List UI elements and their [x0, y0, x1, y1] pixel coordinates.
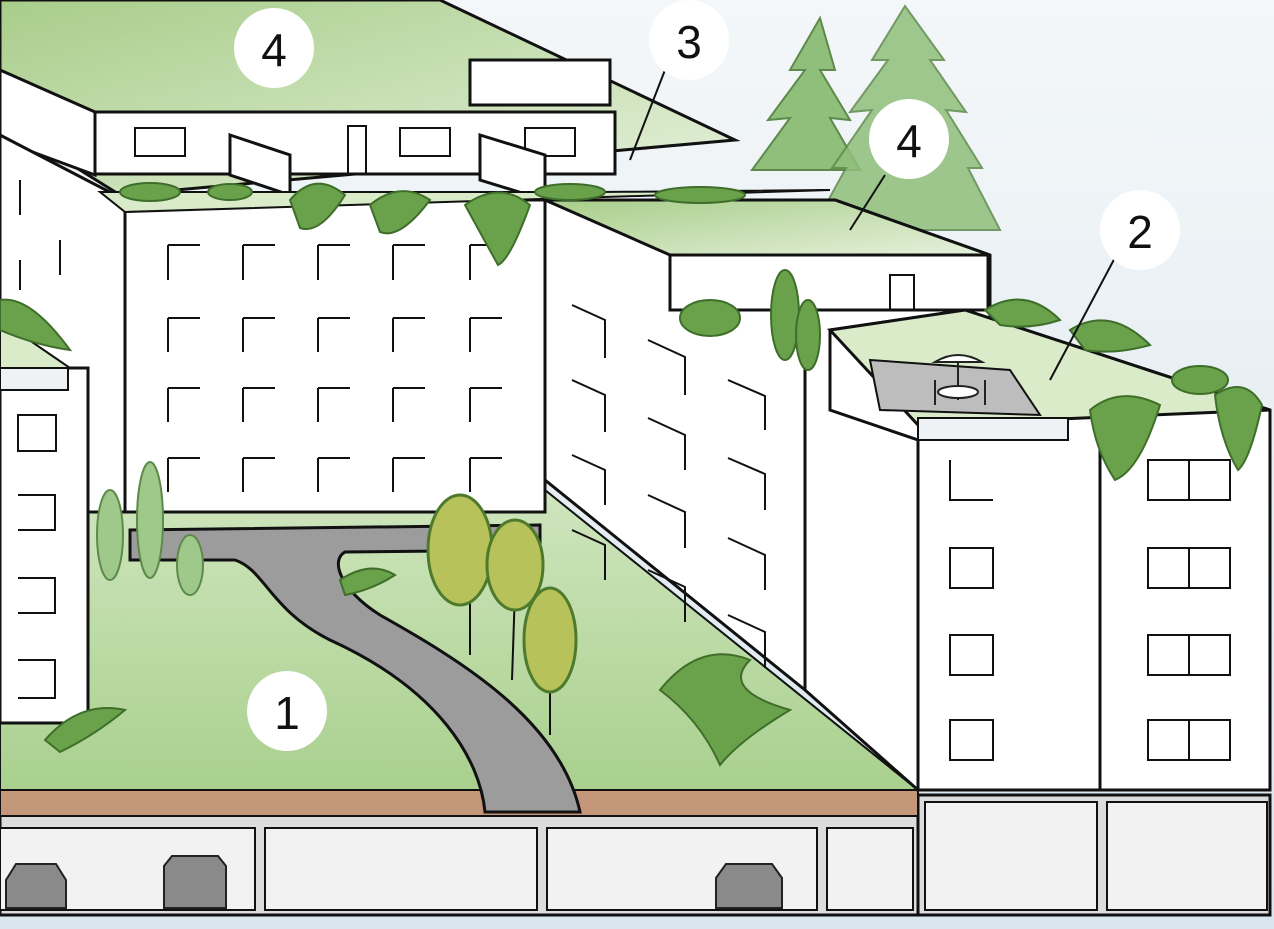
parked-cars — [5, 855, 783, 909]
left-building — [0, 318, 90, 725]
terrace-table-umbrella — [931, 354, 986, 405]
terrace-building — [826, 308, 1272, 792]
roof-vegetation — [0, 182, 1264, 482]
courtyard-trees — [43, 461, 793, 767]
upper-building — [0, 0, 741, 203]
leader-lines — [629, 69, 1119, 381]
middle-building — [0, 133, 831, 514]
callout-roof-middle: 4 — [869, 99, 949, 179]
svg-text:4: 4 — [261, 24, 287, 76]
callout-walkway: 3 — [649, 0, 729, 80]
svg-text:2: 2 — [1127, 206, 1153, 258]
callout-roof-terrace: 2 — [1100, 190, 1180, 270]
svg-text:1: 1 — [274, 687, 300, 739]
callout-roof-upper: 4 — [234, 8, 314, 88]
soil-layer — [0, 789, 919, 817]
middle-building-windows — [19, 180, 502, 492]
svg-text:4: 4 — [896, 115, 922, 167]
garden-path — [128, 523, 582, 814]
callout-green-space: 1 — [247, 671, 327, 751]
svg-text:3: 3 — [676, 16, 702, 68]
